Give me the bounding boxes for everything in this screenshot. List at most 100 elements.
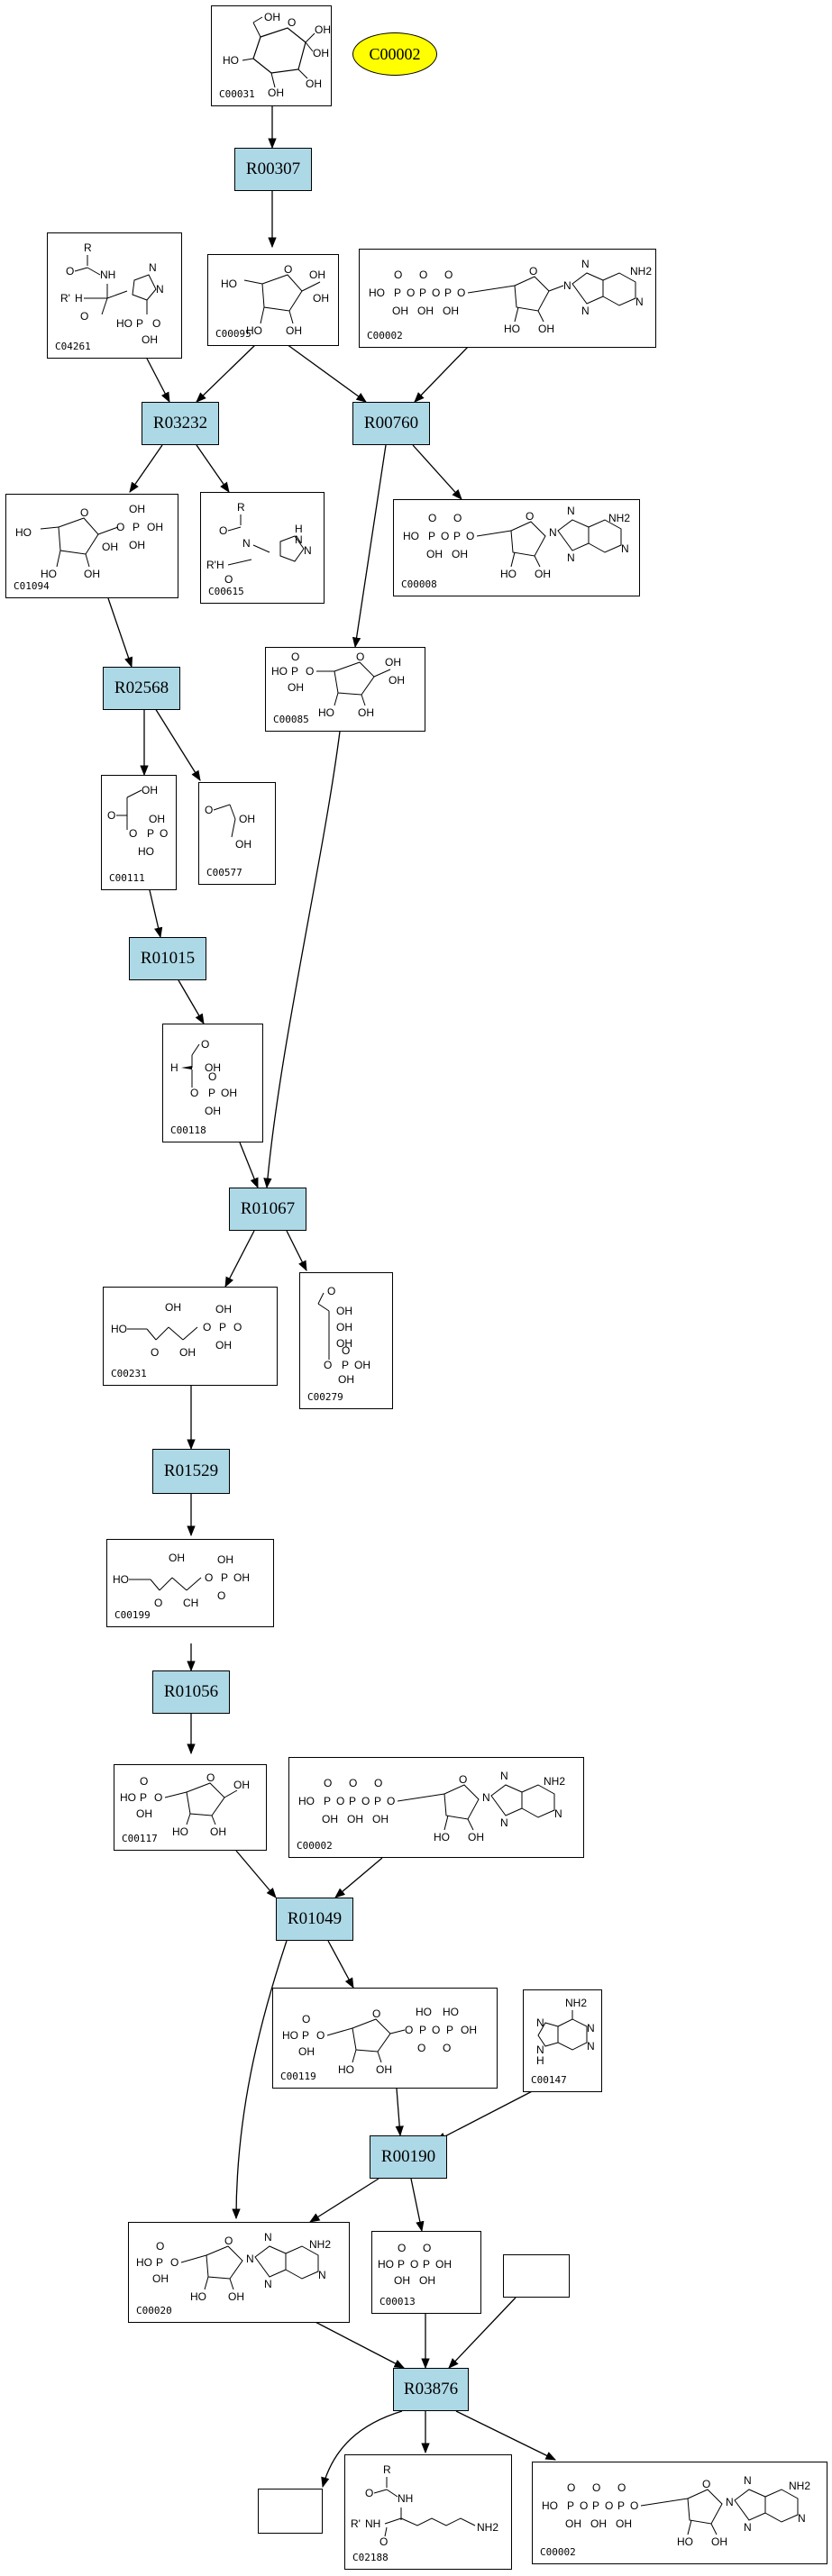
svg-text:OH: OH [435, 2258, 452, 2271]
svg-text:O: O [284, 263, 292, 276]
compound-c00031[interactable]: O OH OH OH OH OH HO C00031 [211, 5, 332, 106]
svg-text:P: P [419, 2024, 426, 2036]
edge [334, 1857, 383, 1898]
edge [455, 2410, 557, 2461]
reaction-r01049[interactable]: R01049 [276, 1898, 353, 1941]
structure-icon: HO P O OH O P O OH O O HO OH N NH2 N N N [403, 505, 630, 580]
structure-icon: O OH OH [205, 804, 255, 851]
svg-text:O: O [205, 1571, 213, 1584]
svg-text:P: P [592, 2499, 599, 2512]
svg-text:OH: OH [313, 292, 329, 305]
svg-text:OH: OH [179, 1346, 196, 1359]
svg-text:P: P [136, 317, 143, 330]
reaction-r00190[interactable]: R00190 [370, 2135, 447, 2179]
svg-text:P: P [208, 1087, 215, 1099]
compound-c00279[interactable]: O OH OH OH O P OH O OH C00279 [299, 1272, 393, 1409]
svg-text:O: O [154, 1597, 162, 1609]
svg-text:N: N [635, 296, 644, 308]
structure-icon: O OH OH OH OH OH HO [223, 11, 331, 99]
compound-c00020[interactable]: HO P O OH O O HO OH N NH2 N N N C00020 [128, 2222, 350, 2323]
svg-text:R': R' [351, 2517, 361, 2530]
compound-id: C00085 [273, 714, 309, 725]
reaction-r01056[interactable]: R01056 [152, 1670, 230, 1714]
structure-icon: R O NH N N R' H O HO P O OH [60, 241, 164, 346]
compound-c00111[interactable]: OH O OH O P O HO C00111 [101, 775, 177, 890]
svg-text:H: H [536, 2054, 544, 2067]
svg-text:O: O [361, 1795, 370, 1807]
svg-text:OH: OH [217, 1553, 233, 1566]
svg-text:N: N [581, 305, 590, 317]
svg-text:O: O [374, 1777, 382, 1789]
compound-c00002-c[interactable]: HO P O OH O P O OH O P O OH O O HO OH N … [532, 2462, 827, 2564]
svg-text:R: R [237, 501, 245, 514]
compound-c00199[interactable]: HO O OH CH O P OH OH O C00199 [106, 1539, 274, 1627]
svg-text:OH: OH [288, 681, 304, 694]
svg-text:O: O [405, 2024, 413, 2036]
svg-text:N: N [482, 1791, 490, 1804]
edge [145, 356, 170, 404]
svg-text:OH: OH [376, 2063, 392, 2076]
reaction-r03876[interactable]: R03876 [393, 2368, 469, 2411]
svg-text:HO: HO [500, 568, 517, 580]
svg-text:OH: OH [142, 784, 158, 796]
reaction-r01529[interactable]: R01529 [152, 1449, 230, 1494]
edge [414, 345, 470, 403]
compound-c00002-a[interactable]: HO P O OH O P O OH O P O OH O O HO OH N … [359, 249, 656, 348]
svg-text:N: N [587, 2040, 595, 2053]
compound-c01094[interactable]: O HO O P OH OH OH OH HO OH C01094 [5, 494, 178, 598]
svg-text:O: O [306, 665, 314, 678]
svg-text:OH: OH [205, 1105, 221, 1117]
highlight-node-c00002[interactable]: C00002 [352, 32, 437, 76]
svg-text:O: O [417, 2042, 425, 2054]
edge [235, 1850, 277, 1898]
compound-c00119[interactable]: HO P O OH O O HO OH O P HO O O P HO OH O… [272, 1988, 498, 2089]
svg-text:HO: HO [111, 1323, 127, 1335]
compound-c02188[interactable]: R O NH R' NH NH2 O C02188 [344, 2454, 512, 2570]
compound-c00118[interactable]: O H OH O P OH O OH C00118 [162, 1024, 263, 1142]
svg-text:O: O [529, 265, 537, 278]
compound-c00013[interactable]: HO P O OH O P O OH OH C00013 [371, 2231, 481, 2314]
svg-text:P: P [342, 1359, 349, 1371]
svg-text:NH2: NH2 [565, 1997, 587, 2009]
edge [129, 444, 163, 493]
compound-c00085[interactable]: HO P O OH O O OH OH HO OH C00085 [265, 647, 425, 732]
compound-c00117[interactable]: HO P O OH O O OH HO OH C00117 [114, 1764, 267, 1851]
reaction-r00760[interactable]: R00760 [352, 402, 430, 445]
svg-text:P: P [453, 530, 461, 542]
compound-c00577[interactable]: O OH OH C00577 [198, 782, 276, 885]
svg-text:OH: OH [235, 838, 251, 851]
svg-text:OH: OH [233, 1571, 250, 1584]
compound-c00002-b[interactable]: HO P O OH O P O OH O P O OH O O HO OH N … [288, 1757, 584, 1858]
svg-text:OH: OH [84, 568, 100, 580]
svg-text:HO: HO [378, 2258, 394, 2271]
svg-text:O: O [410, 2258, 418, 2271]
svg-text:H: H [295, 523, 303, 535]
reaction-r03232[interactable]: R03232 [142, 402, 219, 445]
svg-text:OH: OH [443, 305, 459, 317]
compound-c00231[interactable]: HO O OH OH O P O OH OH C00231 [103, 1287, 278, 1386]
reaction-r00307[interactable]: R00307 [234, 148, 312, 191]
compound-c00008[interactable]: HO P O OH O P O OH O O HO OH N NH2 N N N… [393, 499, 640, 596]
edge [196, 444, 230, 493]
svg-text:HO: HO [338, 2063, 354, 2076]
compound-c04261[interactable]: R O NH N N R' H O HO P O OH C04261 [47, 232, 182, 359]
svg-text:OH: OH [461, 2024, 477, 2036]
reaction-r02568[interactable]: R02568 [103, 667, 180, 710]
compound-empty-2[interactable] [258, 2489, 323, 2534]
compound-c00615[interactable]: R O N H N N R'H O C00615 [200, 492, 325, 604]
svg-text:OH: OH [336, 1337, 352, 1350]
svg-text:R: R [84, 241, 92, 254]
reaction-r01015[interactable]: R01015 [129, 937, 206, 980]
reaction-r01067[interactable]: R01067 [229, 1188, 306, 1231]
svg-text:HO: HO [223, 54, 239, 67]
svg-text:OH: OH [338, 1373, 354, 1386]
structure-icon: R O N H N N R'H O [206, 501, 312, 586]
compound-c00095[interactable]: O HO OH OH HO OH C00095 [207, 254, 339, 346]
compound-empty-1[interactable] [503, 2254, 570, 2298]
compound-c00147[interactable]: NH2 N N N N H C00147 [523, 1989, 602, 2092]
svg-text:O: O [140, 1775, 148, 1788]
svg-text:OH: OH [215, 1303, 232, 1315]
svg-text:OH: OH [165, 1301, 181, 1314]
svg-text:OH: OH [315, 23, 331, 36]
svg-text:N: N [149, 261, 157, 274]
